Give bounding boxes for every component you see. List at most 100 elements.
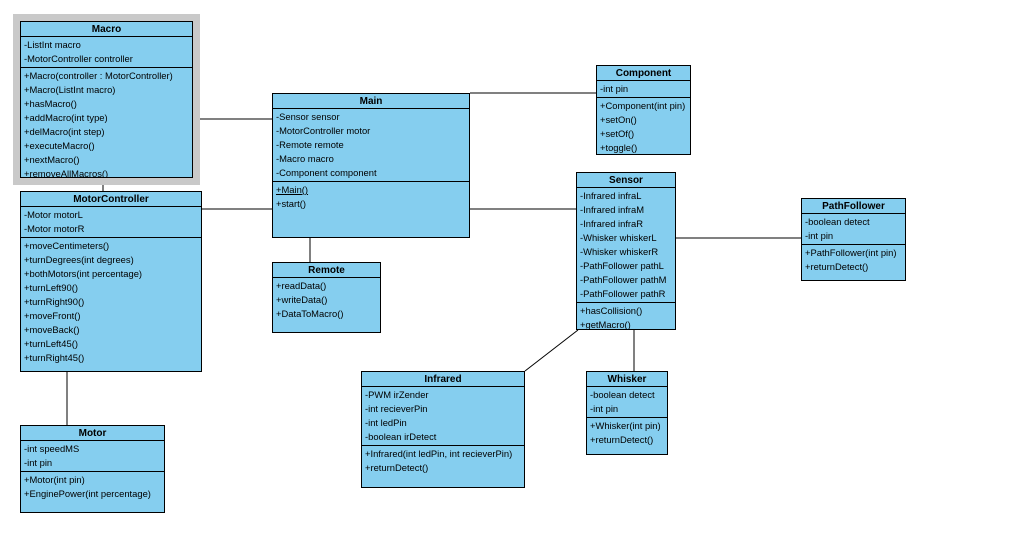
- methods-compartment: +Macro(controller : MotorController) +Mac…: [21, 68, 192, 178]
- class-method: +delMacro(int step): [24, 126, 105, 137]
- class-sensor[interactable]: Sensor-Infrared infraL-Infrared infraM-I…: [576, 172, 676, 330]
- class-method: +turnLeft90(): [24, 282, 78, 293]
- class-infrared[interactable]: Infrared -PWM irZender -int recieverPin -in…: [361, 371, 525, 488]
- attributes-compartment: -Motor motorL -Motor motorR: [21, 207, 201, 238]
- connector-sensor-infrared: [524, 329, 579, 372]
- class-method: +returnDetect(): [590, 434, 654, 445]
- class-attribute: -MotorController motor: [276, 125, 371, 136]
- class-title: Whisker: [587, 372, 667, 387]
- class-title: Component: [597, 66, 690, 81]
- class-attribute: -PWM irZender: [365, 389, 429, 400]
- methods-compartment: +readData() +writeData() +DataToMacro(): [273, 278, 380, 332]
- class-attribute: -Whisker whiskerR: [580, 246, 659, 257]
- class-remote[interactable]: Remote +readData() +writeData() +DataToMacr…: [272, 262, 381, 333]
- class-method: +toggle(): [600, 142, 638, 153]
- class-method: +turnRight45(): [24, 352, 85, 363]
- class-motor[interactable]: Motor -int speedMS -int pin +Motor(int pin)…: [20, 425, 165, 513]
- class-attribute: -ListInt macro: [24, 39, 81, 50]
- methods-compartment: +hasCollision() +getMacro(): [577, 303, 675, 330]
- class-main[interactable]: Main -Sensor sensor -MotorController motor…: [272, 93, 470, 238]
- class-attribute: -Whisker whiskerL: [580, 232, 657, 243]
- class-method: +moveBack(): [24, 324, 80, 335]
- class-attribute: -int pin: [805, 230, 834, 241]
- class-attribute: -int pin: [24, 457, 53, 468]
- class-method: +readData(): [276, 280, 327, 291]
- class-method: +turnRight90(): [24, 296, 85, 307]
- class-title: PathFollower: [802, 199, 905, 214]
- attributes-compartment: -int speedMS -int pin: [21, 441, 164, 472]
- class-attribute: -Macro macro: [276, 153, 334, 164]
- class-attribute: -int recieverPin: [365, 403, 428, 414]
- class-method: +turnDegrees(int degrees): [24, 254, 134, 265]
- class-method: +removeAllMacros(): [24, 168, 109, 178]
- class-attribute: -int ledPin: [365, 417, 407, 428]
- attributes-compartment: -Infrared infraL-Infrared infraM-Infrare…: [577, 188, 675, 303]
- class-method: +Whisker(int pin): [590, 420, 661, 431]
- class-pathfollower[interactable]: PathFollower -boolean detect -int pin +Path…: [801, 198, 906, 281]
- methods-compartment: +moveCentimeters() +turnDegrees(int degre…: [21, 238, 201, 371]
- class-method: +Macro(controller : MotorController): [24, 70, 173, 81]
- class-method: +Main(): [276, 184, 309, 195]
- methods-compartment: +Component(int pin) +setOn() +setOf() +togg…: [597, 98, 690, 154]
- class-title: Infrared: [362, 372, 524, 387]
- class-method: +hasCollision(): [580, 305, 643, 316]
- class-attribute: -boolean detect: [805, 216, 870, 227]
- class-attribute: -Component component: [276, 167, 377, 178]
- class-method: +moveCentimeters(): [24, 240, 110, 251]
- class-method: +hasMacro(): [24, 98, 77, 109]
- methods-compartment: +Infrared(int ledPin, int recieverPin)+r…: [362, 446, 524, 487]
- class-method: +Infrared(int ledPin, int recieverPin): [365, 448, 513, 459]
- class-method: +setOf(): [600, 128, 635, 139]
- class-attribute: -int pin: [600, 83, 629, 94]
- class-attribute: -Motor motorR: [24, 223, 85, 234]
- class-title: Main: [273, 94, 469, 109]
- class-title: Remote: [273, 263, 380, 278]
- class-method: +moveFront(): [24, 310, 81, 321]
- class-method: +PathFollower(int pin): [805, 247, 897, 258]
- class-attribute: -PathFollower pathR: [580, 288, 666, 299]
- class-attribute: -Infrared infraM: [580, 204, 645, 215]
- class-attribute: -boolean irDetect: [365, 431, 437, 442]
- class-attribute: -PathFollower pathL: [580, 260, 664, 271]
- class-attribute: -PathFollower pathM: [580, 274, 667, 285]
- methods-compartment: +Whisker(int pin) +returnDetect(): [587, 418, 667, 454]
- attributes-compartment: -int pin: [597, 81, 690, 98]
- class-attribute: -Sensor sensor: [276, 111, 340, 122]
- attributes-compartment: -Sensor sensor -MotorController motor -Rem…: [273, 109, 469, 182]
- class-method: +bothMotors(int percentage): [24, 268, 143, 279]
- class-method: +Motor(int pin): [24, 474, 85, 485]
- methods-compartment: +PathFollower(int pin) +returnDetect(): [802, 245, 905, 280]
- class-method: +EnginePower(int percentage): [24, 488, 151, 499]
- attributes-compartment: -PWM irZender -int recieverPin -int ledPin…: [362, 387, 524, 446]
- class-method: +DataToMacro(): [276, 308, 344, 319]
- class-method: +setOn(): [600, 114, 637, 125]
- class-method: +executeMacro(): [24, 140, 95, 151]
- class-attribute: -boolean detect: [590, 389, 655, 400]
- class-method: +addMacro(int type): [24, 112, 108, 123]
- attributes-compartment: -boolean detect -int pin: [802, 214, 905, 245]
- class-method: +turnLeft45(): [24, 338, 78, 349]
- class-method: +returnDetect(): [805, 261, 869, 272]
- class-method: +getMacro(): [580, 319, 631, 330]
- class-title: Sensor: [577, 173, 675, 188]
- class-method: +start(): [276, 198, 306, 209]
- class-attribute: -MotorController controller: [24, 53, 133, 64]
- class-title: Macro: [21, 22, 192, 37]
- class-attribute: -Motor motorL: [24, 209, 83, 220]
- class-component[interactable]: Component -int pin +Component(int pin) +set…: [596, 65, 691, 155]
- class-macro[interactable]: Macro -ListInt macro -MotorController cont…: [20, 21, 193, 178]
- class-method: +writeData(): [276, 294, 328, 305]
- class-attribute: -int speedMS: [24, 443, 80, 454]
- class-attribute: -Remote remote: [276, 139, 344, 150]
- class-method: +Macro(ListInt macro): [24, 84, 116, 95]
- class-title: Motor: [21, 426, 164, 441]
- methods-compartment: +Motor(int pin) +EnginePower(int percenta…: [21, 472, 164, 512]
- class-method: +nextMacro(): [24, 154, 80, 165]
- class-whisker[interactable]: Whisker-boolean detect-int pin+Whisker(i…: [586, 371, 668, 455]
- class-motorcontroller[interactable]: MotorController-Motor motorL-Motor motor…: [20, 191, 202, 372]
- class-attribute: -Infrared infraL: [580, 190, 642, 201]
- attributes-compartment: -ListInt macro -MotorController controlle…: [21, 37, 192, 68]
- class-method: +Component(int pin): [600, 100, 686, 111]
